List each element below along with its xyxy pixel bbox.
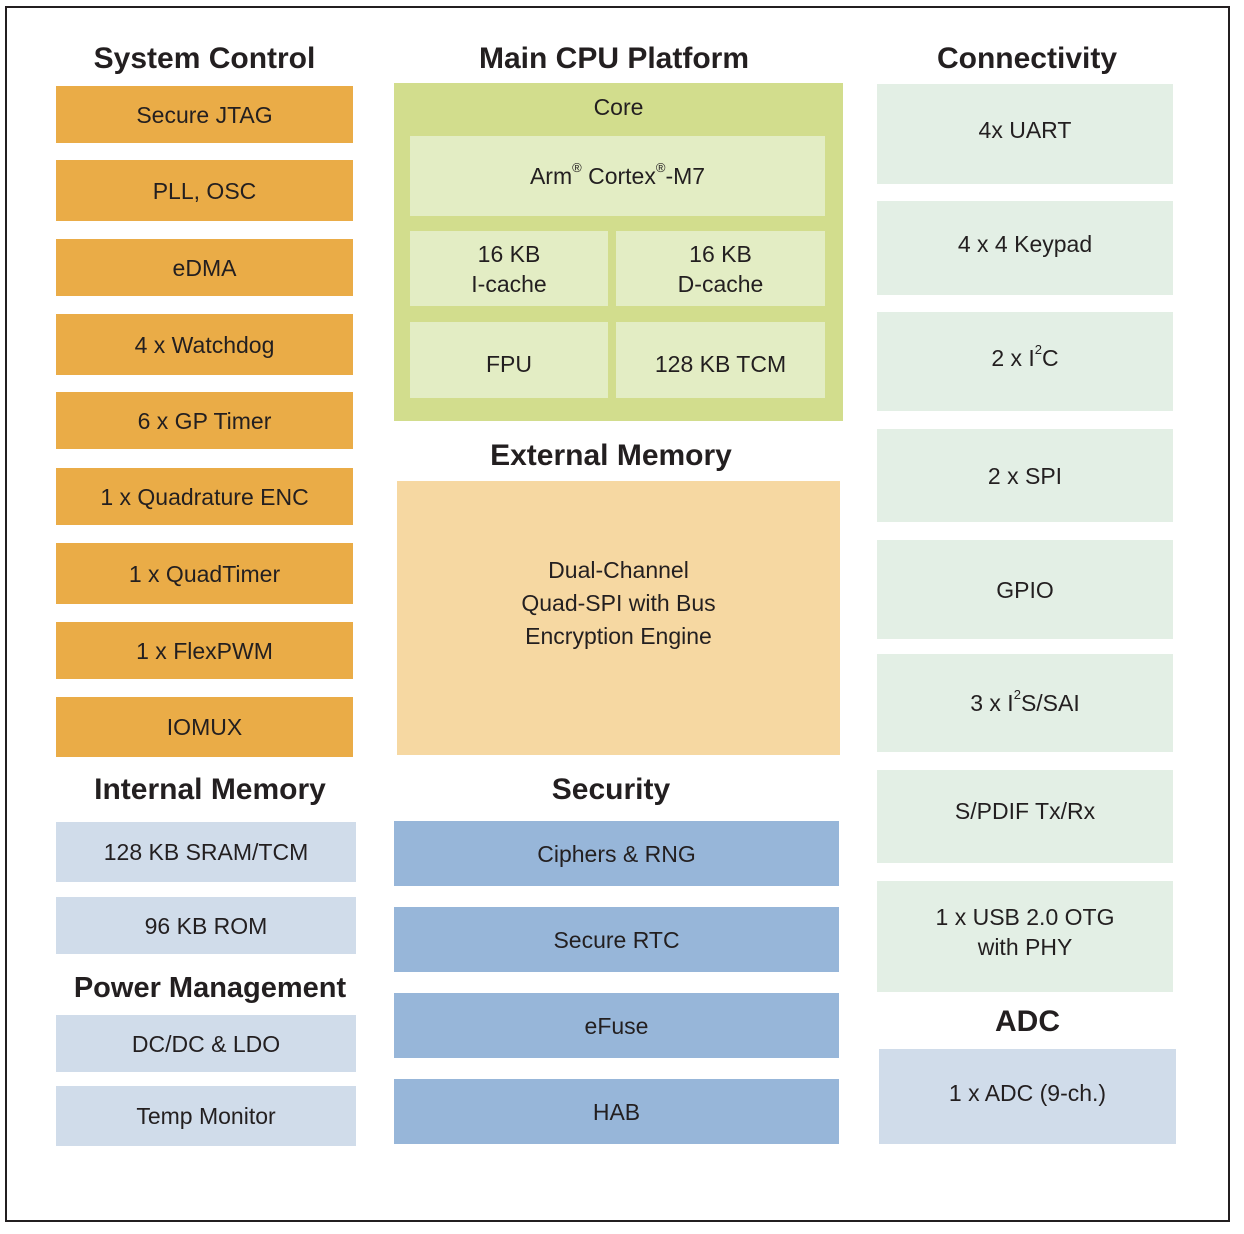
block-label: 4 x 4 Keypad (957, 231, 1093, 257)
block-gp-timer: 6 x GP Timer (56, 392, 353, 449)
icache-label: I-cache (471, 270, 547, 297)
connectivity-title: Connectivity (936, 42, 1118, 75)
block-label: eFuse (584, 1012, 649, 1039)
main-cpu-title: Main CPU Platform (478, 42, 750, 75)
block-flexpwm: 1 x FlexPWM (56, 622, 353, 679)
block-secure-jtag: Secure JTAG (56, 86, 353, 143)
block-usb: 1 x USB 2.0 OTG with PHY (877, 881, 1173, 992)
block-label: IOMUX (166, 714, 243, 740)
block-label: 1 x ADC (9-ch.) (948, 1079, 1107, 1106)
block-label: Secure RTC (553, 926, 680, 953)
block-label: DC/DC & LDO (131, 1030, 281, 1057)
block-i2s-sai: 3 x I2S/SAI (877, 654, 1173, 752)
block-fpu: FPU (410, 322, 608, 398)
block-label: 1 x Quadrature ENC (100, 483, 309, 510)
cortex-label: Arm® Cortex®-M7 (529, 160, 706, 189)
block-hab: HAB (394, 1079, 839, 1144)
block-adc: 1 x ADC (9-ch.) (879, 1049, 1176, 1144)
i2s-label: 3 x I2S/SAI (970, 687, 1080, 716)
block-gpio: GPIO (877, 540, 1173, 639)
block-label: Temp Monitor (136, 1103, 276, 1129)
usb-line-2: with PHY (977, 933, 1073, 960)
block-label: 4 x Watchdog (134, 331, 275, 358)
diagram-frame (5, 6, 1230, 1222)
block-label: 128 KB TCM (654, 351, 787, 377)
block-quadrature-enc: 1 x Quadrature ENC (56, 468, 353, 525)
block-keypad: 4 x 4 Keypad (877, 201, 1173, 295)
block-efuse: eFuse (394, 993, 839, 1058)
block-label: 4x UART (978, 117, 1072, 143)
block-label: PLL, OSC (152, 177, 257, 204)
dcache-label: D-cache (677, 270, 764, 297)
dcache-size: 16 KB (689, 240, 752, 267)
block-label: Secure JTAG (136, 101, 273, 128)
i2c-label: 2 x I2C (991, 341, 1059, 371)
block-label: 1 x QuadTimer (128, 560, 281, 587)
icache-size: 16 KB (477, 240, 541, 267)
block-sram-tcm: 128 KB SRAM/TCM (56, 822, 356, 882)
block-dcdc-ldo: DC/DC & LDO (56, 1015, 356, 1072)
block-label: S/PDIF Tx/Rx (954, 797, 1096, 824)
security-title: Security (551, 773, 671, 806)
block-tcm: 128 KB TCM (616, 322, 825, 398)
block-label: GPIO (996, 576, 1054, 603)
block-pll-osc: PLL, OSC (56, 160, 353, 221)
block-iomux: IOMUX (56, 697, 353, 757)
block-rom: 96 KB ROM (56, 897, 356, 954)
block-icache: 16 KB I-cache (410, 231, 608, 306)
block-label: 6 x GP Timer (137, 407, 272, 434)
block-label: 2 x SPI (987, 462, 1063, 489)
block-i2c: 2 x I2C (877, 312, 1173, 411)
qspi-line-3: Encryption Engine (525, 622, 712, 649)
adc-title: ADC (995, 1005, 1060, 1038)
block-quadtimer: 1 x QuadTimer (56, 543, 353, 604)
usb-line-1: 1 x USB 2.0 OTG (935, 903, 1115, 930)
qspi-line-2: Quad-SPI with Bus (521, 589, 716, 616)
block-spi: 2 x SPI (877, 429, 1173, 522)
block-secure-rtc: Secure RTC (394, 907, 839, 972)
block-temp-monitor: Temp Monitor (56, 1086, 356, 1146)
block-label: FPU (486, 351, 532, 377)
system-control-title: System Control (93, 42, 316, 75)
power-management-title: Power Management (73, 972, 347, 1004)
block-cortex-m7: Arm® Cortex®-M7 (410, 136, 825, 216)
block-uart: 4x UART (877, 84, 1173, 184)
block-label: Ciphers & RNG (537, 840, 696, 867)
internal-memory-title: Internal Memory (94, 773, 326, 806)
block-label: 96 KB ROM (144, 912, 268, 939)
block-quad-spi: Dual-Channel Quad-SPI with Bus Encryptio… (397, 481, 840, 755)
block-spdif: S/PDIF Tx/Rx (877, 770, 1173, 863)
block-dcache: 16 KB D-cache (616, 231, 825, 306)
block-label: 1 x FlexPWM (136, 637, 273, 664)
external-memory-title: External Memory (490, 439, 732, 472)
qspi-line-1: Dual-Channel (548, 556, 689, 583)
core-label: Core (593, 94, 644, 120)
block-label: eDMA (172, 254, 237, 281)
block-watchdog: 4 x Watchdog (56, 314, 353, 375)
block-label: HAB (592, 1098, 641, 1125)
block-edma: eDMA (56, 239, 353, 296)
block-label: 128 KB SRAM/TCM (103, 839, 309, 865)
block-ciphers-rng: Ciphers & RNG (394, 821, 839, 886)
